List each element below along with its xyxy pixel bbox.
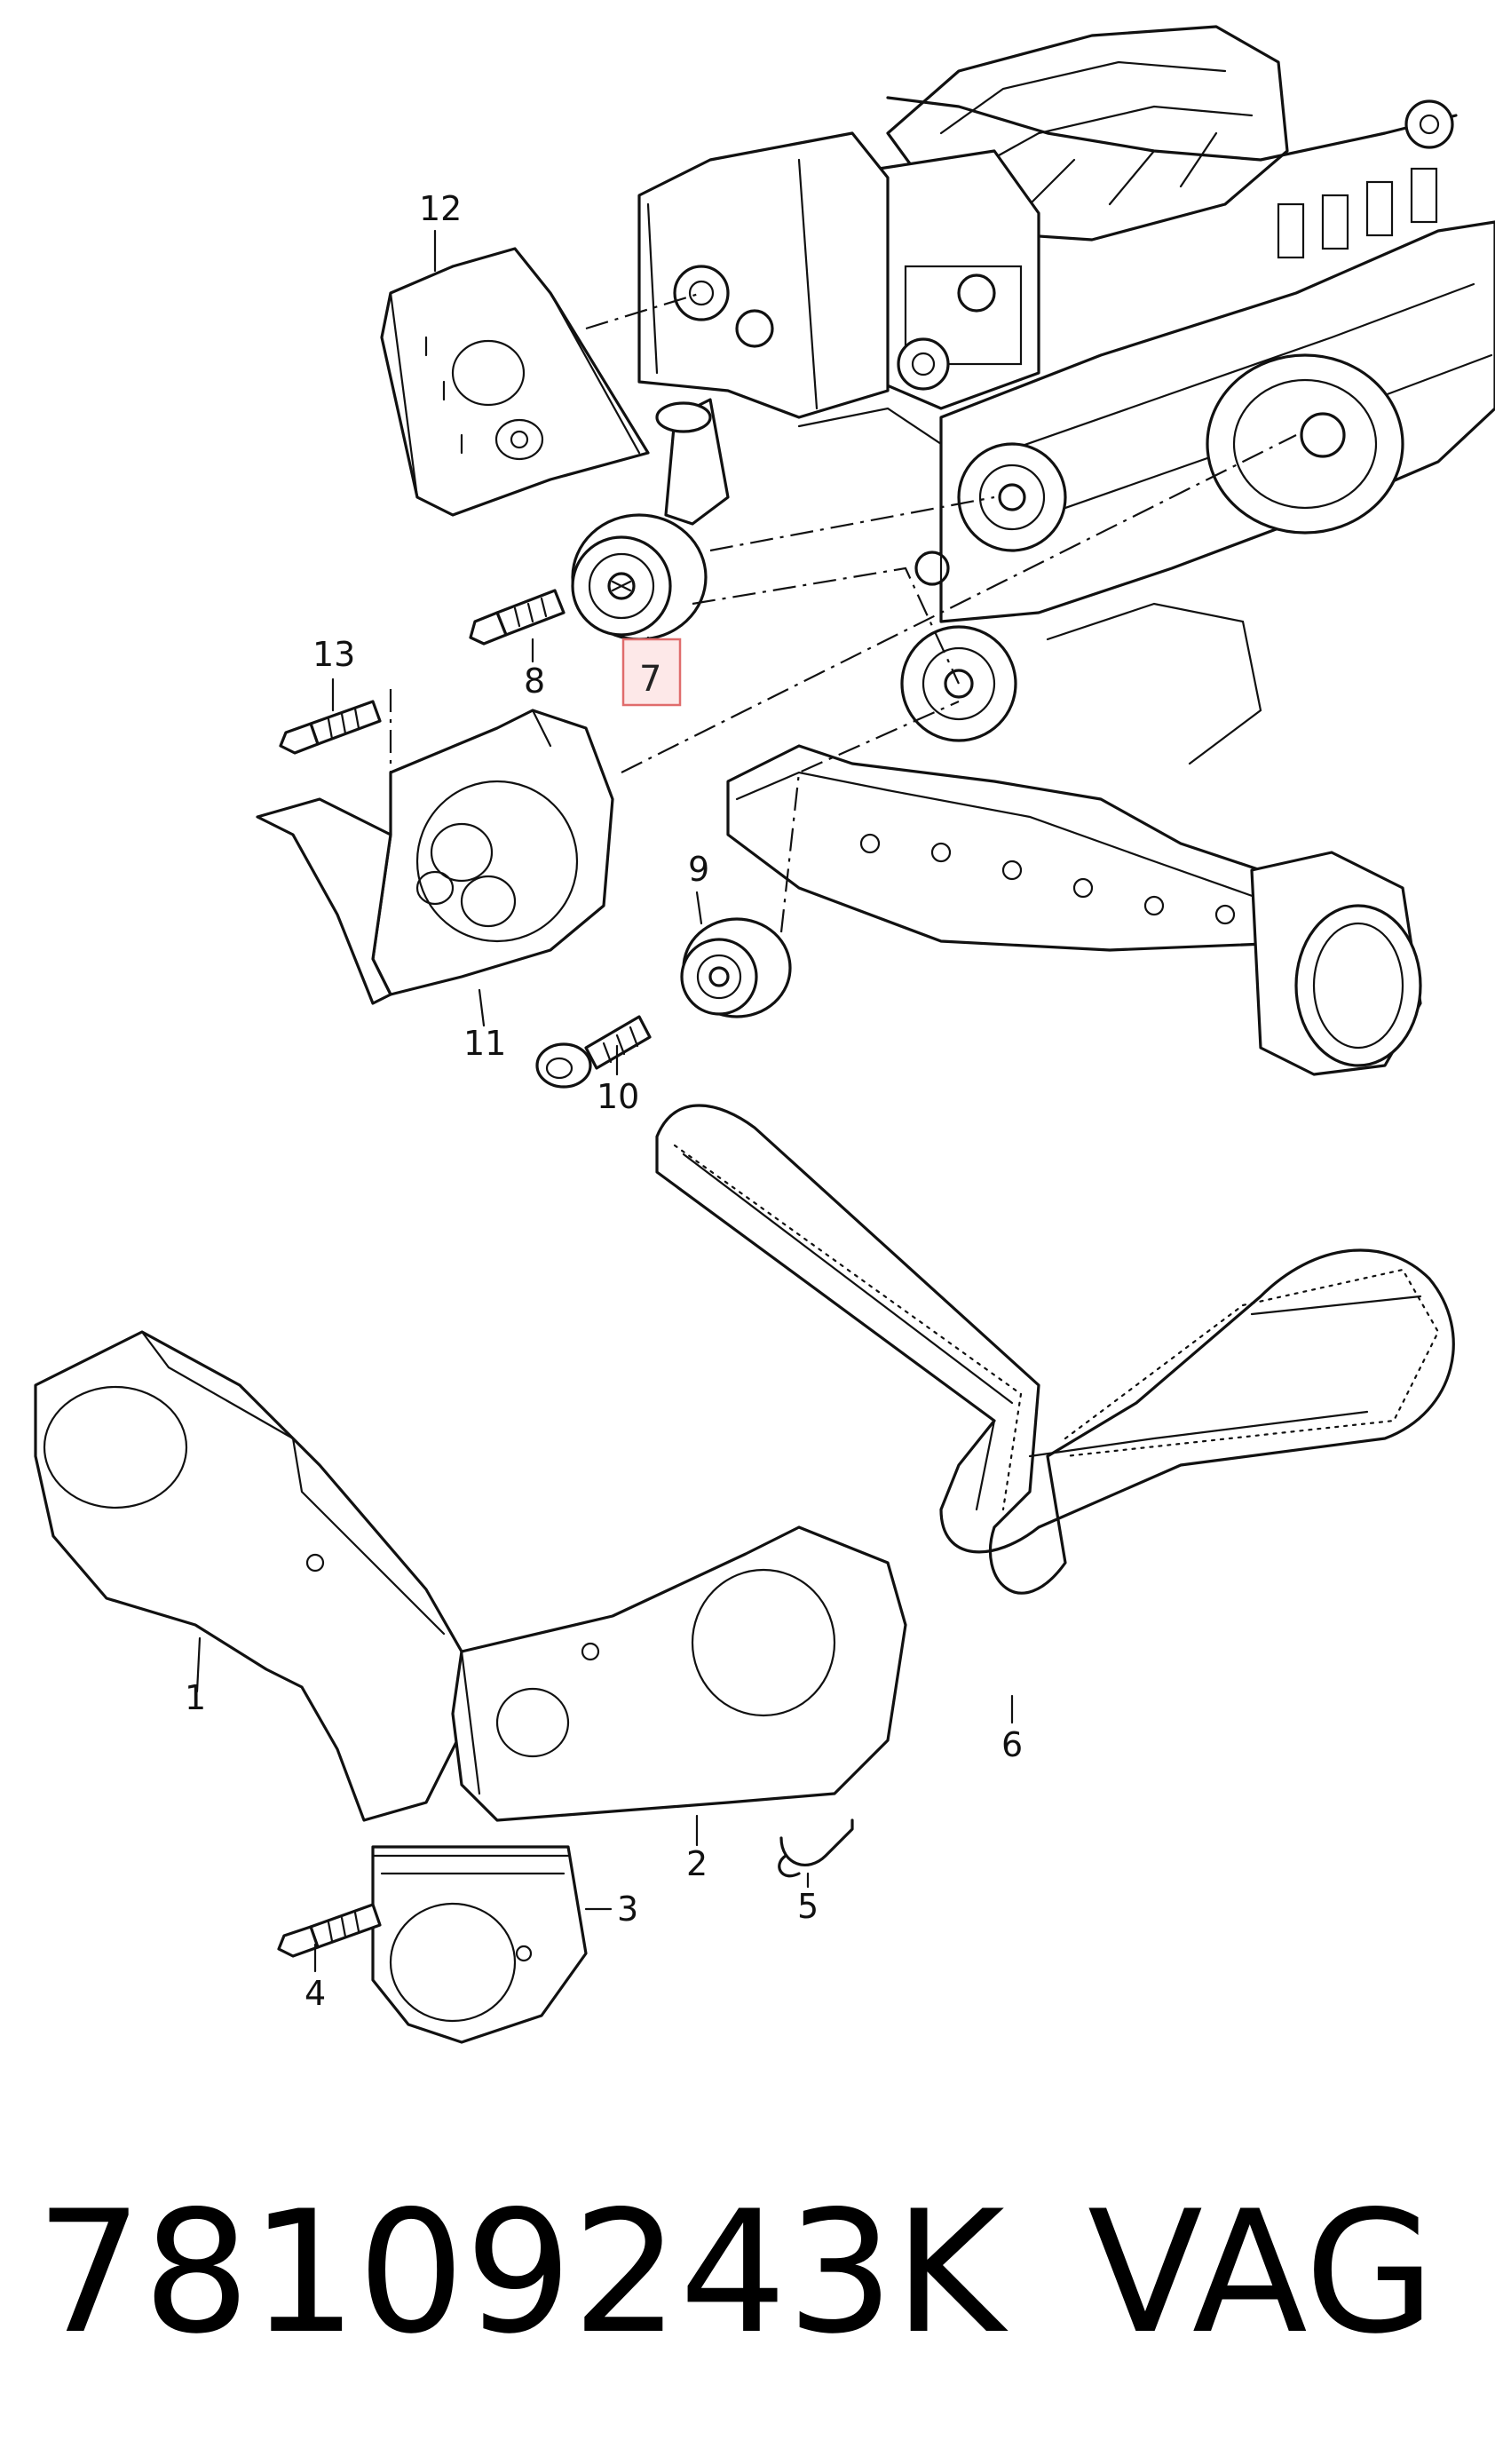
- callout-9: 9: [688, 850, 709, 889]
- callout-7: 7: [639, 659, 661, 700]
- part-11-middle-cover: [256, 709, 614, 1005]
- leader-lines: [195, 229, 1014, 1973]
- part-13-bolt: [279, 700, 382, 755]
- part-8-bolt: [469, 589, 566, 646]
- callout-13: 13: [312, 635, 355, 674]
- part-2-right-timing-cover: [451, 1525, 907, 1822]
- part-6-timing-belt: [655, 1104, 1455, 1595]
- part-4-bolt: [277, 1903, 382, 1958]
- engine-assembly: [637, 25, 1495, 1076]
- callout-12: 12: [419, 189, 462, 228]
- assembly-guide-lines: [389, 291, 1297, 933]
- part-1-left-timing-cover: [34, 1330, 463, 1822]
- callout-8: 8: [524, 662, 545, 701]
- callout-3: 3: [617, 1890, 638, 1929]
- callout-2: 2: [686, 1844, 708, 1883]
- callout-4: 4: [305, 1974, 326, 2013]
- callout-11: 11: [463, 1024, 506, 1063]
- part-5-clip: [778, 1818, 854, 1878]
- callout-1: 1: [185, 1678, 206, 1717]
- callout-10: 10: [597, 1077, 639, 1116]
- callout-6: 6: [1001, 1725, 1023, 1764]
- callout-labels: 12 7 8 13 9 10 11 6 1 2 3 4 5: [185, 189, 1023, 2013]
- part-7-highlight-box: [621, 638, 682, 707]
- part-10-bolt: [535, 1015, 652, 1089]
- part-12-upper-cover: [380, 247, 650, 517]
- part-number: 78109243K: [36, 2175, 1009, 2371]
- part-9-idler-pulley: [680, 917, 792, 1018]
- callout-5: 5: [797, 1887, 819, 1926]
- part-7-tensioner-pulley: [571, 513, 708, 641]
- brand-name: VAG: [1088, 2175, 1436, 2371]
- part-3-lower-cover: [371, 1845, 588, 2044]
